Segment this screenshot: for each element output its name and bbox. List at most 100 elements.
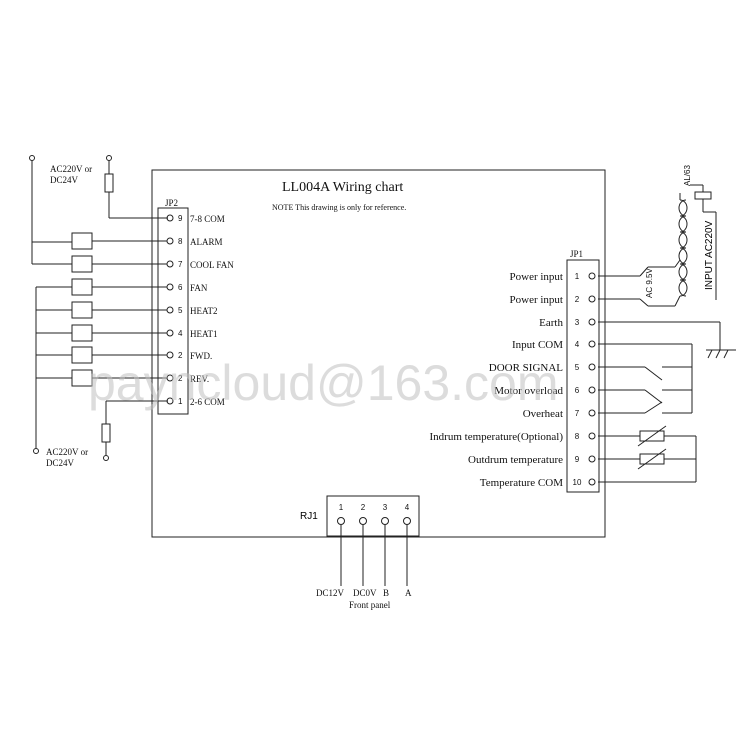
jp1-terminal: [588, 478, 596, 486]
jp1-pin-label: Motor overload: [494, 385, 563, 397]
overheat-switch: [644, 401, 663, 414]
transformer-fuse-label: AL/63: [683, 165, 692, 186]
rj1-terminal: [381, 517, 389, 525]
load-box: [71, 232, 93, 250]
supply-top-terminal-b: [106, 155, 112, 161]
jp2-connector: [157, 207, 189, 415]
jp2-label: JP2: [165, 198, 178, 208]
chart-title: LL004A Wiring chart: [282, 180, 403, 195]
rj1-pin-number: 1: [339, 503, 344, 512]
jp2-pin-label: REV.: [190, 374, 209, 384]
rj1-pin-number: 4: [405, 503, 410, 512]
jp1-pin-number: 6: [575, 386, 580, 395]
jp2-pin-label: HEAT2: [190, 306, 218, 316]
jp1-connector: [566, 259, 600, 493]
jp2-pin-label: 2-6 COM: [190, 397, 225, 407]
rj1-caption: Front panel: [349, 600, 391, 610]
transformer-fuse: [694, 191, 712, 200]
rj1-signal-3: B: [383, 588, 389, 598]
watermark: payncloud@163.com: [88, 355, 558, 411]
jp2-pin-number: 5: [178, 306, 183, 315]
jp1-terminal: [588, 295, 596, 303]
rj1-signal-2: DC0V: [353, 588, 377, 598]
fuse-bottom: [101, 423, 111, 443]
jp1-terminal: [588, 272, 596, 280]
transformer-output-label: AC 9.5V: [645, 268, 654, 298]
jp2-pin-number: 2: [178, 351, 183, 360]
jp1-pin-label: Indrum temperature(Optional): [430, 431, 564, 443]
load-box: [71, 255, 93, 273]
jp1-terminal: [588, 409, 596, 417]
rj1-terminal: [403, 517, 411, 525]
transformer-primary-coil: [679, 199, 688, 297]
rj1-pin-number: 3: [383, 503, 388, 512]
jp2-pin-number: 4: [178, 329, 183, 338]
jp1-pin-label: Outdrum temperature: [468, 454, 563, 466]
supply-bottom-label-1: AC220V or: [46, 447, 88, 457]
fuse-top: [104, 173, 114, 193]
supply-bottom-label-2: DC24V: [46, 458, 75, 468]
jp1-pin-label: Temperature COM: [480, 477, 563, 489]
jp1-pin-number: 10: [573, 478, 582, 487]
overload-switch: [644, 389, 663, 404]
supply-top-label-2: DC24V: [50, 175, 79, 185]
load-box: [71, 301, 93, 319]
jp1-terminal: [588, 455, 596, 463]
jp2-pin-number: 9: [178, 214, 183, 223]
jp1-pin-number: 2: [575, 295, 580, 304]
rj1-signal-4: A: [405, 588, 412, 598]
jp1-pin-label: Power input: [510, 271, 563, 283]
jp1-pin-label: Input COM: [512, 339, 563, 351]
rj1-pin-number: 2: [361, 503, 366, 512]
jp1-terminal: [588, 318, 596, 326]
jp2-terminal: [166, 283, 174, 291]
jp1-pin-number: 4: [575, 340, 580, 349]
jp1-pin-label: DOOR SIGNAL: [489, 362, 564, 374]
jp1-pin-number: 5: [575, 363, 580, 372]
load-box: [71, 324, 93, 342]
jp1-pin-label: Earth: [539, 317, 563, 329]
jp1-terminal: [588, 386, 596, 394]
jp1-pin-number: 9: [575, 455, 580, 464]
jp2-terminal: [166, 306, 174, 314]
jp2-pin-number: 2: [178, 374, 183, 383]
rj1-terminal: [359, 517, 367, 525]
load-box: [71, 278, 93, 296]
jp2-pin-number: 7: [178, 260, 183, 269]
door-switch: [644, 366, 663, 381]
jp1-pin-number: 7: [575, 409, 580, 418]
jp1-pin-label: Overheat: [523, 408, 563, 420]
transformer-input-label: INPUT AC220V: [704, 220, 715, 290]
jp2-pin-number: 8: [178, 237, 183, 246]
jp1-terminal: [588, 432, 596, 440]
jp2-pin-label: HEAT1: [190, 329, 218, 339]
jp1-pin-number: 8: [575, 432, 580, 441]
jp1-pin-number: 1: [575, 272, 580, 281]
jp2-pin-label: COOL FAN: [190, 260, 234, 270]
rj1-connector: [326, 495, 420, 537]
jp1-terminal: [588, 340, 596, 348]
jp1-pin-label: Power input: [510, 294, 563, 306]
rj1-label: RJ1: [300, 511, 318, 522]
jp2-pin-label: FWD.: [190, 351, 212, 361]
rj1-signal-1: DC12V: [316, 588, 345, 598]
jp2-terminal: [166, 329, 174, 337]
jp2-terminal: [166, 260, 174, 268]
rj1-terminal: [337, 517, 345, 525]
jp2-pin-number: 1: [178, 397, 183, 406]
load-box: [71, 369, 93, 387]
controller-board: [151, 169, 606, 538]
jp1-terminal: [588, 363, 596, 371]
supply-top-terminal-a: [29, 155, 35, 161]
supply-bottom-terminal-a: [33, 448, 39, 454]
jp2-pin-number: 6: [178, 283, 183, 292]
supply-top-label-1: AC220V or: [50, 164, 92, 174]
supply-bottom-terminal-b: [103, 455, 109, 461]
jp1-label: JP1: [570, 249, 583, 259]
jp2-pin-label: ALARM: [190, 237, 223, 247]
transformer-secondary-coil: [678, 199, 687, 297]
jp1-pin-number: 3: [575, 318, 580, 327]
jp2-pin-label: 7-8 COM: [190, 214, 225, 224]
reference-note: NOTE This drawing is only for reference.: [272, 203, 406, 212]
